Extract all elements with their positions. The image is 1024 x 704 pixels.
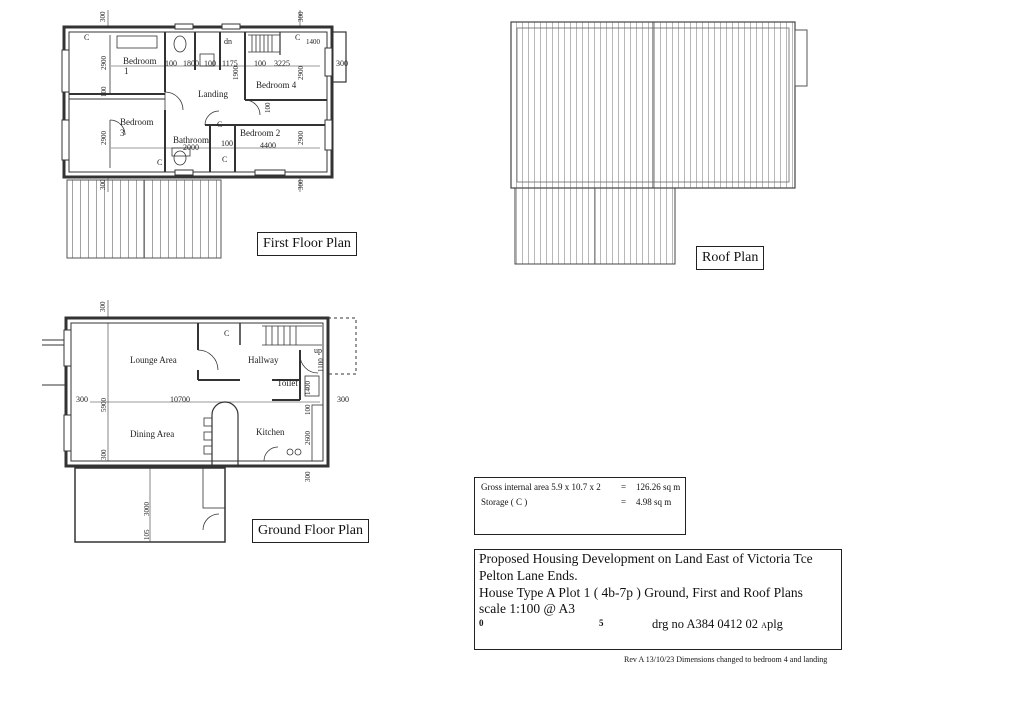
dim-label: 100 bbox=[204, 59, 216, 68]
area-schedule: Gross internal area 5.9 x 10.7 x 2 = 126… bbox=[474, 477, 686, 535]
room-label-lounge: Lounge Area bbox=[130, 355, 177, 365]
room-label-bedroom1: Bedroom bbox=[123, 56, 157, 66]
dim-label: 2900 bbox=[297, 131, 305, 146]
storage-area-value: 4.98 sq m bbox=[636, 497, 672, 507]
first-floor-labels: Bedroom 1 Landing Bedroom 4 Bedroom 3 Ba… bbox=[84, 11, 348, 190]
project-location: Pelton Lane Ends. bbox=[479, 568, 578, 583]
dim-label: 2000 bbox=[183, 143, 199, 152]
dim-label: 3225 bbox=[274, 59, 290, 68]
room-label-bedroom3-number: 3 bbox=[120, 128, 125, 138]
room-label-bathroom: Bathroom bbox=[173, 135, 209, 145]
dim-label: 300 bbox=[297, 179, 305, 190]
dim-label: 100 bbox=[165, 59, 177, 68]
stair-up-label: up bbox=[314, 346, 322, 355]
drawing-number-suffix: plg bbox=[766, 617, 783, 631]
dim-label: 1175 bbox=[222, 59, 238, 68]
dim-label: 100 bbox=[264, 102, 272, 113]
dim-label: 3000 bbox=[143, 502, 151, 517]
dim-label: 100 bbox=[221, 139, 233, 148]
dim-label: 300 bbox=[99, 179, 107, 190]
drawing-scale: scale 1:100 @ A3 bbox=[479, 601, 576, 616]
dim-label: 300 bbox=[297, 11, 305, 22]
storage-label: C bbox=[157, 158, 162, 167]
dim-label: 2600 bbox=[304, 431, 312, 446]
drawing-revision: A bbox=[761, 621, 767, 630]
storage-label: C bbox=[224, 329, 229, 338]
room-label-bedroom1-number: 1 bbox=[124, 66, 129, 76]
room-label-landing: Landing bbox=[198, 89, 228, 99]
dim-label: 300 bbox=[99, 301, 107, 312]
roof-plan-title: Roof Plan bbox=[696, 246, 765, 270]
gross-area-value: 126.26 sq m bbox=[636, 482, 681, 492]
first-floor-outer-wall bbox=[62, 25, 334, 179]
scale-bar-end: 5 bbox=[599, 618, 604, 628]
project-title: Proposed Housing Development on Land Eas… bbox=[479, 551, 813, 566]
room-label-kitchen: Kitchen bbox=[256, 427, 285, 437]
dim-label: 10700 bbox=[170, 395, 190, 404]
dim-label: 100 bbox=[100, 86, 108, 97]
dim-label: 300 bbox=[100, 449, 108, 460]
room-label-bedroom2: Bedroom 2 bbox=[240, 128, 280, 138]
dim-label: 4400 bbox=[260, 141, 276, 150]
dim-label: 2900 bbox=[100, 56, 108, 71]
scale-bar-start: 0 bbox=[479, 618, 484, 628]
dim-label: 300 bbox=[76, 395, 88, 404]
window bbox=[61, 119, 70, 161]
first-floor-plan bbox=[61, 10, 347, 192]
first-floor-inner-wall bbox=[68, 31, 328, 173]
dim-label: 300 bbox=[99, 11, 107, 22]
first-floor-plan-title: First Floor Plan bbox=[257, 232, 357, 256]
dim-label: 300 bbox=[337, 395, 349, 404]
drawing-description: House Type A Plot 1 ( 4b-7p ) Ground, Fi… bbox=[479, 585, 803, 600]
dim-label: 300 bbox=[304, 471, 312, 482]
ground-floor-plan-title: Ground Floor Plan bbox=[252, 519, 369, 543]
dim-label: 1900 bbox=[232, 66, 240, 81]
room-label-toilet: Toilet bbox=[277, 378, 298, 388]
storage-area-label: Storage ( C ) bbox=[481, 497, 528, 507]
dim-label: 5900 bbox=[100, 398, 108, 413]
drawing-number-main: drg no A384 0412 02 bbox=[652, 617, 759, 631]
dim-label: 100 bbox=[304, 404, 312, 415]
dim-label: 1800 bbox=[183, 59, 199, 68]
storage-label: C bbox=[217, 120, 222, 129]
storage-label: C bbox=[295, 33, 300, 42]
room-label-dining: Dining Area bbox=[130, 429, 174, 439]
roof-side-projection bbox=[794, 29, 808, 87]
dim-label: 100 bbox=[254, 59, 266, 68]
first-floor-side-projection bbox=[331, 31, 347, 83]
gross-area-equals: = bbox=[621, 482, 627, 492]
roof-plan bbox=[510, 21, 808, 265]
room-label-bedroom3: Bedroom bbox=[120, 117, 154, 127]
ground-floor-outer-wall bbox=[64, 316, 330, 468]
dim-label: 1400 bbox=[304, 381, 312, 396]
window bbox=[61, 49, 70, 93]
ground-floor-plan bbox=[42, 300, 357, 543]
dim-label: 105 bbox=[143, 529, 151, 540]
storage-label: C bbox=[222, 155, 227, 164]
revision-note: Rev A 13/10/23 Dimensions changed to bed… bbox=[624, 655, 828, 664]
room-label-hallway: Hallway bbox=[248, 355, 279, 365]
dim-label: 1400 bbox=[306, 38, 321, 46]
stair-down-label: dn bbox=[224, 37, 232, 46]
dim-label: 2900 bbox=[297, 66, 305, 81]
gross-area-label: Gross internal area 5.9 x 10.7 x 2 bbox=[481, 482, 601, 492]
storage-label: C bbox=[84, 33, 89, 42]
dim-label: 300 bbox=[336, 59, 348, 68]
storage-area-equals: = bbox=[621, 497, 627, 507]
drawing-number: drg no A384 0412 02 Aplg bbox=[652, 617, 783, 632]
title-block: Proposed Housing Development on Land Eas… bbox=[474, 549, 842, 650]
room-label-bedroom4: Bedroom 4 bbox=[256, 80, 297, 90]
dim-label: 2900 bbox=[100, 131, 108, 146]
ground-floor-labels: Lounge Area Hallway Toilet Dining Area K… bbox=[76, 301, 349, 540]
dim-label: 1100 bbox=[317, 358, 325, 372]
